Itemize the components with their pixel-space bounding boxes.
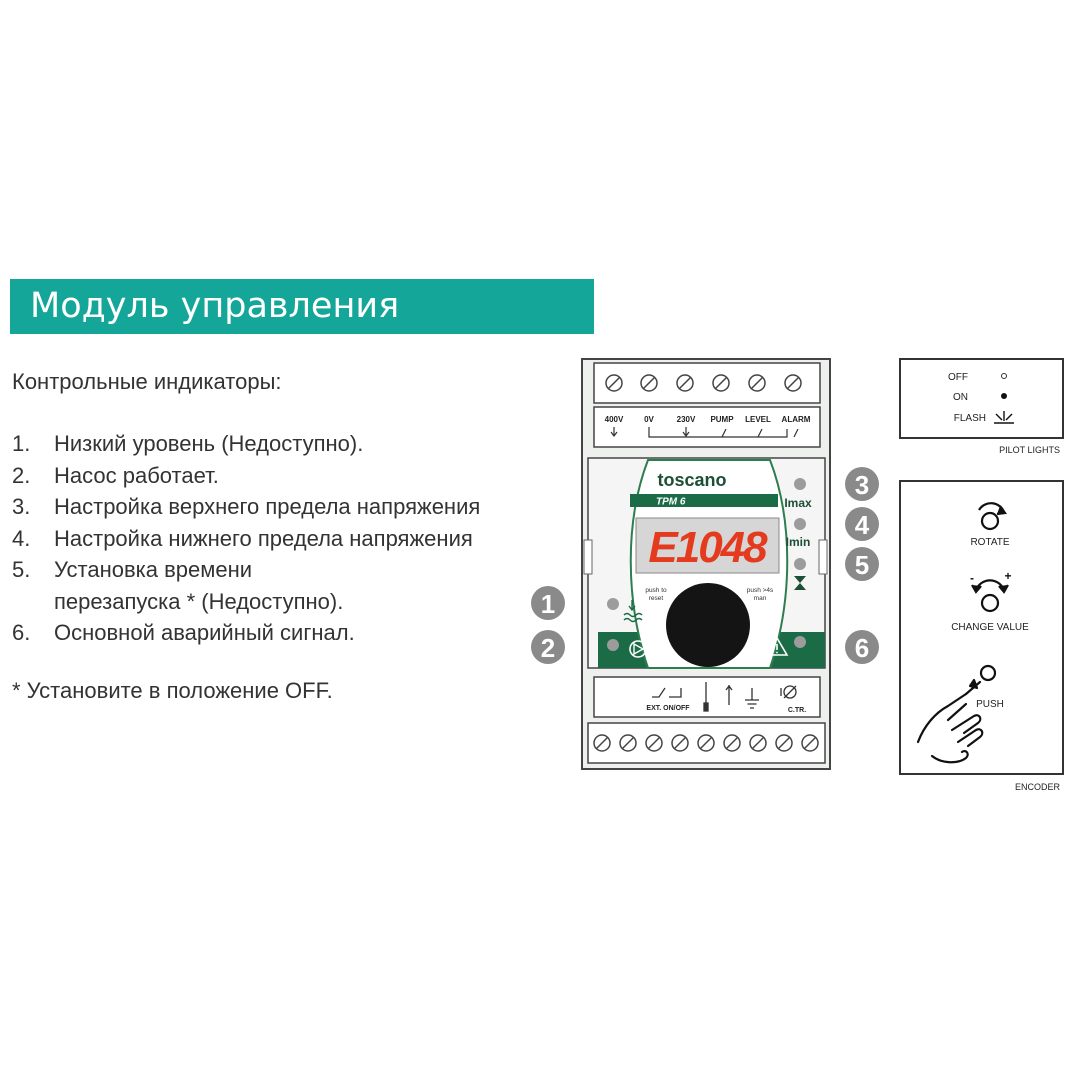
model-label: TPM 6: [656, 497, 686, 508]
alarm-led: [794, 636, 806, 648]
push-label: PUSH: [976, 699, 1004, 710]
push-hand-icon: [916, 664, 997, 764]
push-reset-label-1: push to: [645, 587, 667, 594]
callout-3-number: 3: [855, 470, 869, 500]
imax-label: Imax: [784, 496, 812, 510]
item-text: Настройка верхнего предела напряжения: [54, 494, 481, 519]
item-text: Настройка нижнего предела напряжения: [54, 525, 473, 551]
push-reset-label-2: reset: [649, 595, 664, 602]
item-text-continued: перезапуска * (Недоступно).: [54, 588, 344, 614]
flash-indicator-icon: [994, 411, 1014, 424]
brand-logo: toscano: [657, 470, 726, 490]
callouts: 1 2 3 4 5 6: [531, 467, 879, 664]
footnote: * Установите в положение OFF.: [12, 678, 333, 703]
item-text: Основной аварийный сигнал.: [54, 620, 355, 645]
terminal-label-0v: 0V: [644, 415, 654, 424]
encoder-legend: ROTATE - + CHANGE VALUE PUSH ENCODER: [899, 480, 1064, 792]
water-level-icon: [623, 600, 643, 623]
terminal-label-400v: 400V: [605, 415, 624, 424]
item-number: 2.: [12, 462, 31, 488]
led-display: [635, 517, 780, 574]
pilot-off-label: OFF: [948, 372, 968, 383]
imin-led: [794, 518, 806, 530]
list-item: 6. Основной аварийный сигнал.: [12, 617, 480, 649]
plus-sign: +: [1004, 569, 1011, 583]
list-item: 3. Настройка верхнего предела напряжения: [12, 491, 480, 523]
imin-label: Imin: [786, 535, 811, 549]
callout-5-number: 5: [855, 550, 869, 580]
callout-5: [845, 547, 879, 581]
list-item: 1. Низкий уровень (Недоступно).: [12, 428, 480, 460]
item-number: 6.: [12, 620, 31, 645]
hourglass-icon: [794, 576, 806, 590]
change-value-label: CHANGE VALUE: [951, 622, 1029, 633]
callout-3: [845, 467, 879, 501]
pump-led: [607, 639, 619, 651]
terminal-label-230v: 230V: [677, 415, 696, 424]
indicators-heading: Контрольные индикаторы:: [12, 369, 282, 394]
top-label-strip: [593, 406, 821, 448]
timer-led: [794, 558, 806, 570]
page-banner: Модуль управления: [10, 279, 594, 334]
pilot-on-label: ON: [953, 392, 968, 403]
encoder-caption: ENCODER: [1015, 782, 1061, 792]
list-item: 2. Насос работает.: [12, 460, 480, 492]
ctr-icon: [780, 685, 797, 699]
pilot-lights-legend: OFF ON FLASH PILOT LIGHTS: [899, 358, 1064, 455]
banner-title: Модуль управления: [30, 286, 400, 326]
ext-on-off-label: EXT. ON/OFF: [646, 705, 690, 712]
callout-4-number: 4: [855, 510, 870, 540]
terminal-label-alarm: ALARM: [782, 415, 811, 424]
model-strip: [630, 494, 778, 507]
rotate-icon: [978, 502, 1007, 531]
item-number: 4.: [12, 525, 31, 551]
callout-6-number: 6: [855, 633, 869, 663]
push-man-label-2: man: [754, 595, 767, 602]
item-text: Низкий уровень (Недоступно).: [54, 431, 364, 456]
callout-1-number: 1: [541, 589, 555, 619]
pilot-flash-label: FLASH: [954, 413, 986, 424]
terminal-label-pump: PUMP: [710, 415, 734, 424]
callout-2: [531, 630, 565, 664]
callout-6: [845, 630, 879, 664]
control-module: 400V 0V 230V PUMP LEVEL ALARM toscano TP…: [581, 358, 831, 770]
callout-4: [845, 507, 879, 541]
level-led: [607, 598, 619, 610]
rotate-label: ROTATE: [970, 537, 1009, 548]
off-indicator-icon: [1001, 373, 1007, 379]
encoder-knob[interactable]: [666, 583, 750, 667]
push-man-label-1: push >4s: [747, 587, 774, 594]
list-item: 4. Настройка нижнего предела напряжения: [12, 523, 480, 555]
item-number: 3.: [12, 494, 31, 519]
change-value-icon: [971, 579, 1009, 613]
imax-led: [794, 478, 806, 490]
display-value: E1048: [648, 523, 768, 572]
terminal-label-level: LEVEL: [745, 415, 771, 424]
alarm-warning-icon: [765, 636, 789, 656]
ctr-label: C.TR.: [788, 707, 806, 714]
on-indicator-icon: [1001, 393, 1007, 399]
indicator-list: 1. Низкий уровень (Недоступно). 2. Насос р…: [12, 428, 480, 649]
callout-1: [531, 586, 565, 620]
item-number: 5.: [12, 557, 31, 582]
item-number: 1.: [12, 431, 31, 456]
list-item: 5. Установка времени перезапуска * (Недост…: [12, 554, 480, 617]
item-text: Установка времени: [54, 557, 253, 582]
pump-icon: [629, 640, 647, 658]
item-text: Насос работает.: [54, 462, 219, 488]
pilot-caption: PILOT LIGHTS: [999, 445, 1060, 455]
top-terminal-block: [593, 362, 821, 404]
ext-switch-icon: [652, 687, 682, 698]
ground-icon: [745, 688, 759, 709]
minus-sign: -: [970, 571, 974, 585]
callout-2-number: 2: [541, 633, 555, 663]
